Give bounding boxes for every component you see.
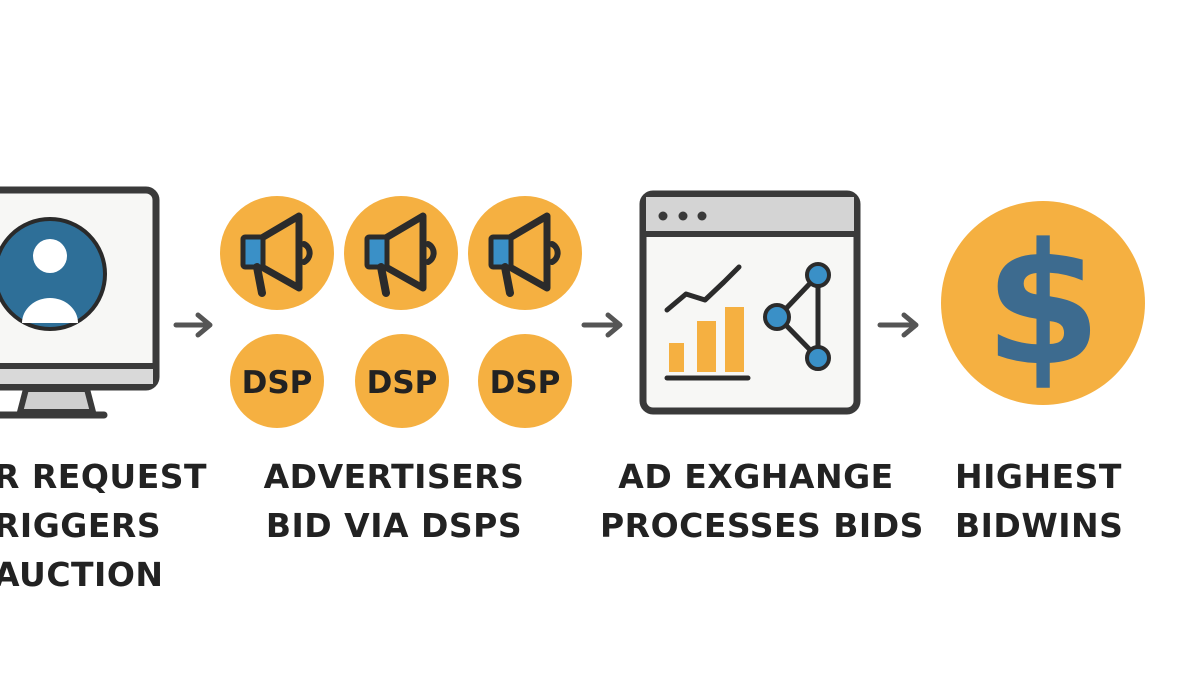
dollar-coin-icon: $ [941,201,1145,405]
caption-line: BIDWINS [955,506,1124,545]
dsp-badge-label: DSP [490,365,561,401]
caption-line: BID VIA DSPS [265,506,523,545]
dsp-badge: DSP [230,334,324,428]
caption-line: R REQUEST [0,457,208,496]
caption-line: PROCESSES BIDS [600,506,924,545]
user-monitor-icon [0,186,160,419]
megaphone-icon [344,196,458,310]
caption-line: ADVERTISERS [263,457,525,496]
step-caption-advertisers: ADVERTISERS BID VIA DSPS [260,452,528,550]
exchange-window-icon [639,190,861,415]
caption-line: RIGGERS [0,506,162,545]
dsp-badge: DSP [478,334,572,428]
step-caption-winner: HIGHEST BIDWINS [955,452,1123,550]
dsp-badge-label: DSP [242,365,313,401]
caption-line: AD EXGHANGE [618,457,894,496]
megaphone-icon [468,196,582,310]
dsp-badge: DSP [355,334,449,428]
step-caption-exchange: AD EXGHANGE PROCESSES BIDS [600,452,924,550]
caption-line: HIGHEST [955,457,1122,496]
step-caption-request: R REQUEST RIGGERS AUCTION [0,452,207,599]
megaphone-icon [220,196,334,310]
arrow-right-icon [173,312,213,338]
arrow-right-icon [581,312,623,338]
svg-text:$: $ [985,207,1102,403]
caption-line: AUCTION [0,555,164,594]
dsp-badge-label: DSP [367,365,438,401]
arrow-right-icon [877,312,919,338]
